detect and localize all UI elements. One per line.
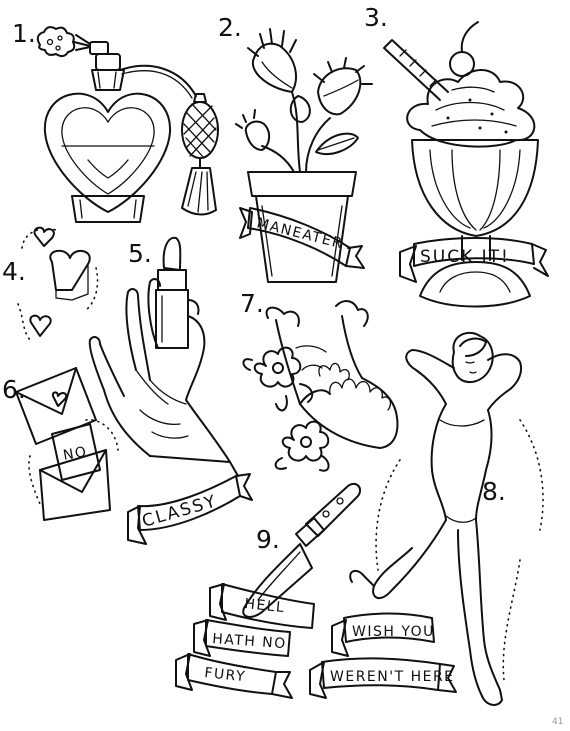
number-7: 7.	[240, 289, 264, 318]
wish-you-banner-text: WISH YOU	[352, 624, 435, 640]
number-1: 1.	[12, 19, 36, 48]
flower-icon	[242, 346, 314, 412]
werent-here-banner-text: WEREN'T HERE	[330, 669, 455, 685]
number-8: 8.	[482, 477, 506, 506]
no-letter-text: NO	[62, 444, 89, 464]
envelope-icon: 6. NO	[2, 367, 119, 521]
hearts-icon: 4.	[2, 226, 99, 341]
flower-icon	[274, 420, 330, 472]
hand-lipstick-icon: 5. CLASSY	[88, 236, 253, 545]
ice-cream-sundae-icon: 3. SUCK IT!	[364, 3, 549, 308]
number-6: 6.	[2, 375, 26, 404]
pinup-girl-icon: 8. WISH YOU WEREN'T HERE	[309, 331, 544, 706]
maneater-banner-text: MANEATER	[255, 215, 345, 252]
number-4: 4.	[2, 257, 26, 286]
number-3: 3.	[364, 3, 388, 32]
suck-it-banner-text: SUCK IT!	[420, 247, 510, 267]
hell-banner-text: HELL	[244, 596, 286, 616]
page-number: 41	[552, 717, 563, 727]
knife-icon: 9. HELL HATH NO FURY	[175, 482, 362, 699]
number-5: 5.	[128, 239, 152, 268]
number-2: 2.	[218, 13, 242, 42]
hath-no-banner-text: HATH NO	[212, 631, 287, 652]
jawbone-flowers-icon: 7.	[240, 289, 399, 472]
perfume-bottle-icon: 1.	[12, 19, 219, 223]
number-9: 9.	[256, 525, 280, 554]
venus-flytrap-icon: 2. MANEATER	[218, 13, 373, 283]
classy-banner-text: CLASSY	[140, 491, 220, 532]
fury-banner-text: FURY	[204, 665, 247, 685]
